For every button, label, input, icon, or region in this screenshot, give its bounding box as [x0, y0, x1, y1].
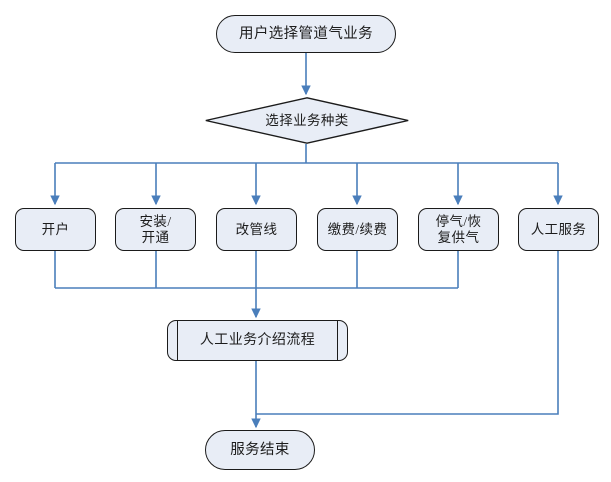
node-option-gaiguanxian[interactable]: 改管线 [216, 208, 297, 251]
node-end-service-finished[interactable]: 服务结束 [205, 430, 315, 470]
node-option-tingqi-huifugongqi[interactable]: 停气/恢 复供气 [418, 208, 499, 251]
predefined-process-right-rail [337, 320, 338, 361]
diamond-shape [205, 97, 409, 144]
node-process-manual-service-intro-flow[interactable]: 人工业务介绍流程 [167, 320, 348, 361]
node-option-kaihu[interactable]: 开户 [15, 208, 96, 251]
predefined-process-left-rail [177, 320, 178, 361]
node-option-rengong-fuwu-label: 人工服务 [530, 221, 587, 237]
node-option-tingqi-huifugongqi-label: 停气/恢 复供气 [435, 214, 482, 245]
node-decision-select-service-type[interactable]: 选择业务种类 [205, 97, 409, 144]
node-end-label: 服务结束 [230, 441, 290, 458]
node-option-anzhuang-kaitong-label: 安装/ 开通 [139, 214, 172, 245]
node-option-anzhuang-kaitong[interactable]: 安装/ 开通 [115, 208, 196, 251]
node-option-rengong-fuwu[interactable]: 人工服务 [518, 208, 599, 251]
node-option-jiaofei-xufei-label: 缴费/续费 [327, 221, 388, 237]
node-option-gaiguanxian-label: 改管线 [235, 221, 278, 237]
node-start-label: 用户选择管道气业务 [238, 25, 374, 42]
node-option-jiaofei-xufei[interactable]: 缴费/续费 [317, 208, 398, 251]
node-decision-label: 选择业务种类 [265, 112, 349, 128]
node-start-user-selects-gas-service[interactable]: 用户选择管道气业务 [216, 15, 396, 53]
node-option-kaihu-label: 开户 [41, 221, 70, 237]
node-process-label: 人工业务介绍流程 [199, 332, 316, 348]
edge-option-rengong-bypass [256, 251, 559, 415]
